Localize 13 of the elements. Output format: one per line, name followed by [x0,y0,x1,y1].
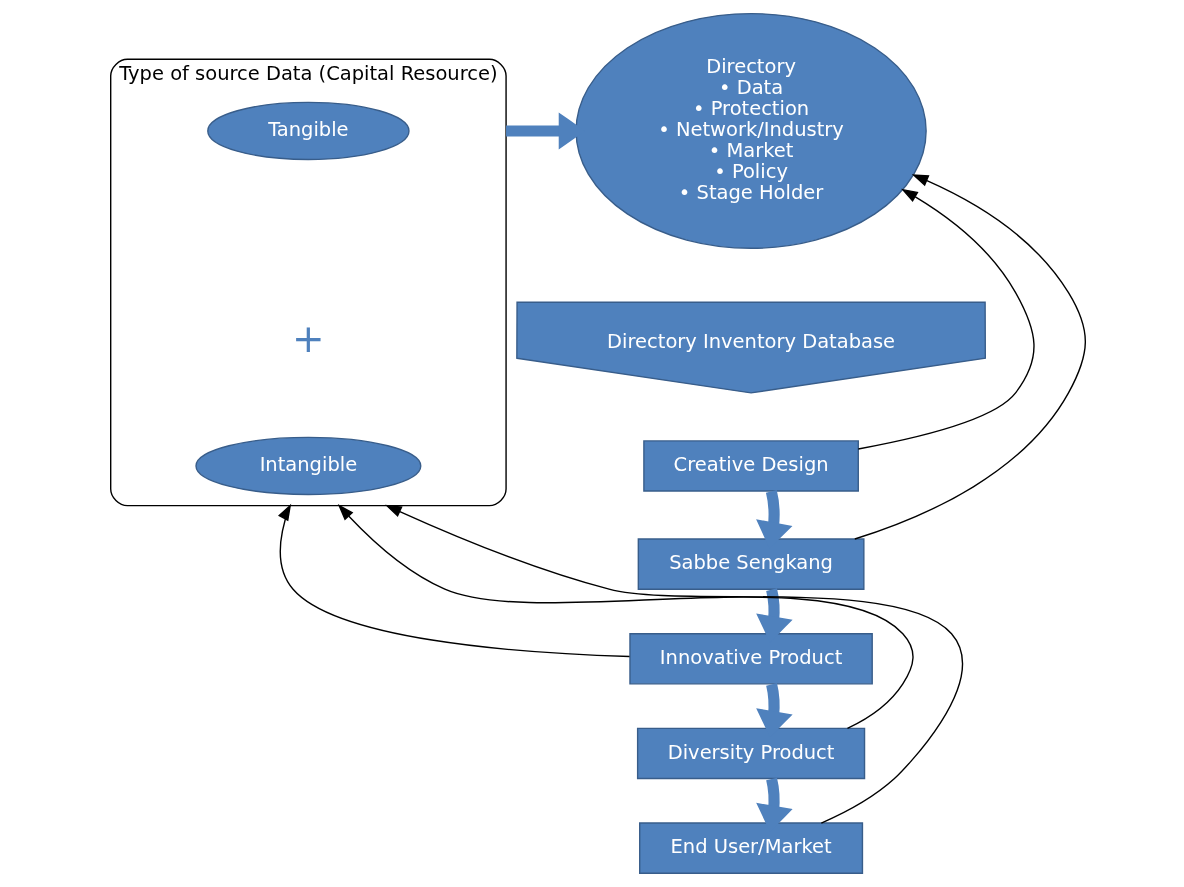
arrow [277,503,630,658]
node-box: Innovative Product [628,633,873,685]
node-box: Sabbe Sengkang [637,538,865,590]
node-ellipse: Tangible [206,101,410,161]
node-box: Creative Design [642,440,859,492]
label: + [291,316,325,362]
arrow [384,504,963,824]
node-ellipse: Intangible [194,436,421,496]
arrow [853,174,1086,540]
node-box: End User/Market [638,822,863,874]
arrow [857,188,1035,450]
arrow [337,504,914,729]
node-box: Diversity Product [636,727,865,780]
